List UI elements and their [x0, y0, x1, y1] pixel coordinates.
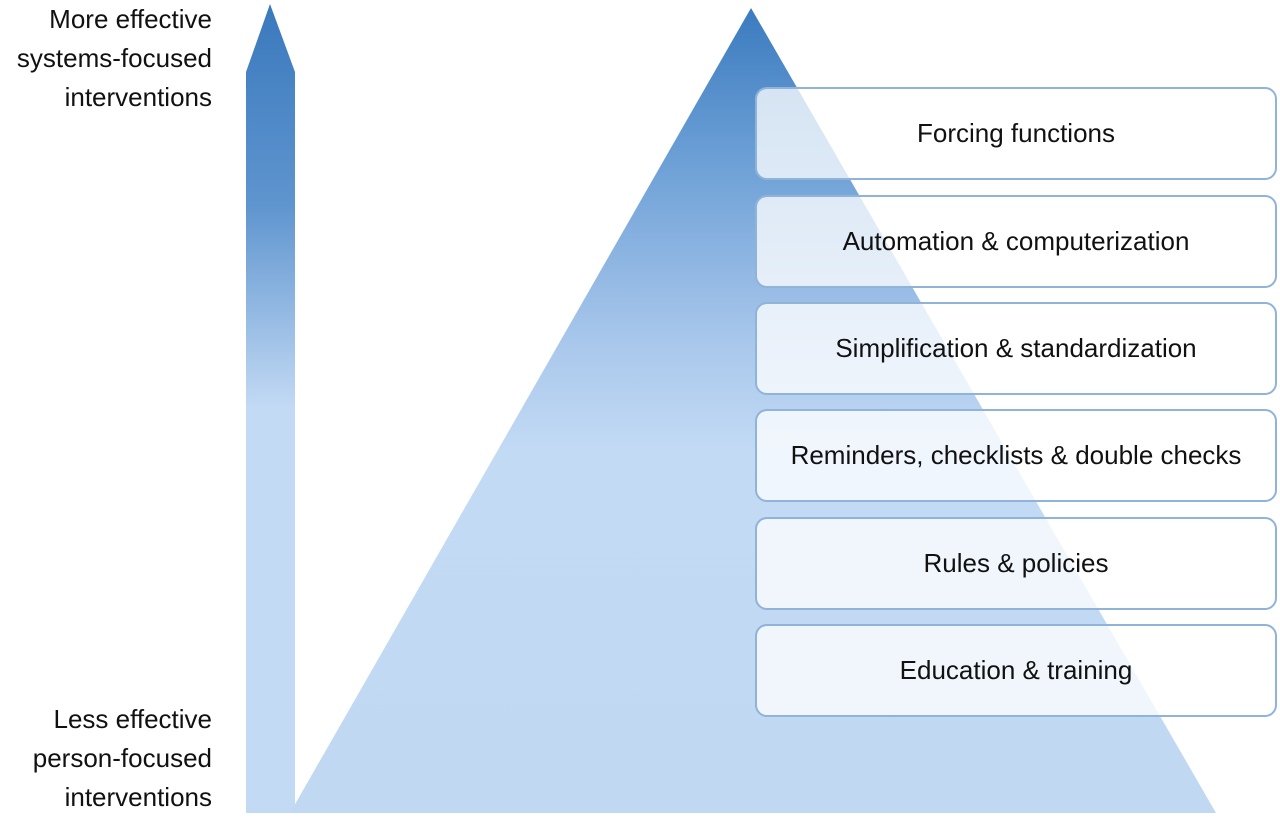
level-forcing-functions: Forcing functions [755, 87, 1277, 180]
more-effective-label: More effective systems-focused intervent… [16, 4, 212, 112]
level-education-training: Education & training [755, 624, 1277, 717]
level-automation-computerization: Automation & computerization [755, 195, 1277, 288]
hierarchy-pyramid [290, 8, 1216, 813]
less-effective-label: Less effective person-focused interventi… [32, 704, 212, 812]
effectiveness-arrow [246, 4, 295, 813]
level-simplification-standardization: Simplification & standardization [755, 302, 1277, 395]
level-rules-policies: Rules & policies [755, 517, 1277, 610]
level-reminders-checklists: Reminders, checklists & double checks [755, 409, 1277, 502]
